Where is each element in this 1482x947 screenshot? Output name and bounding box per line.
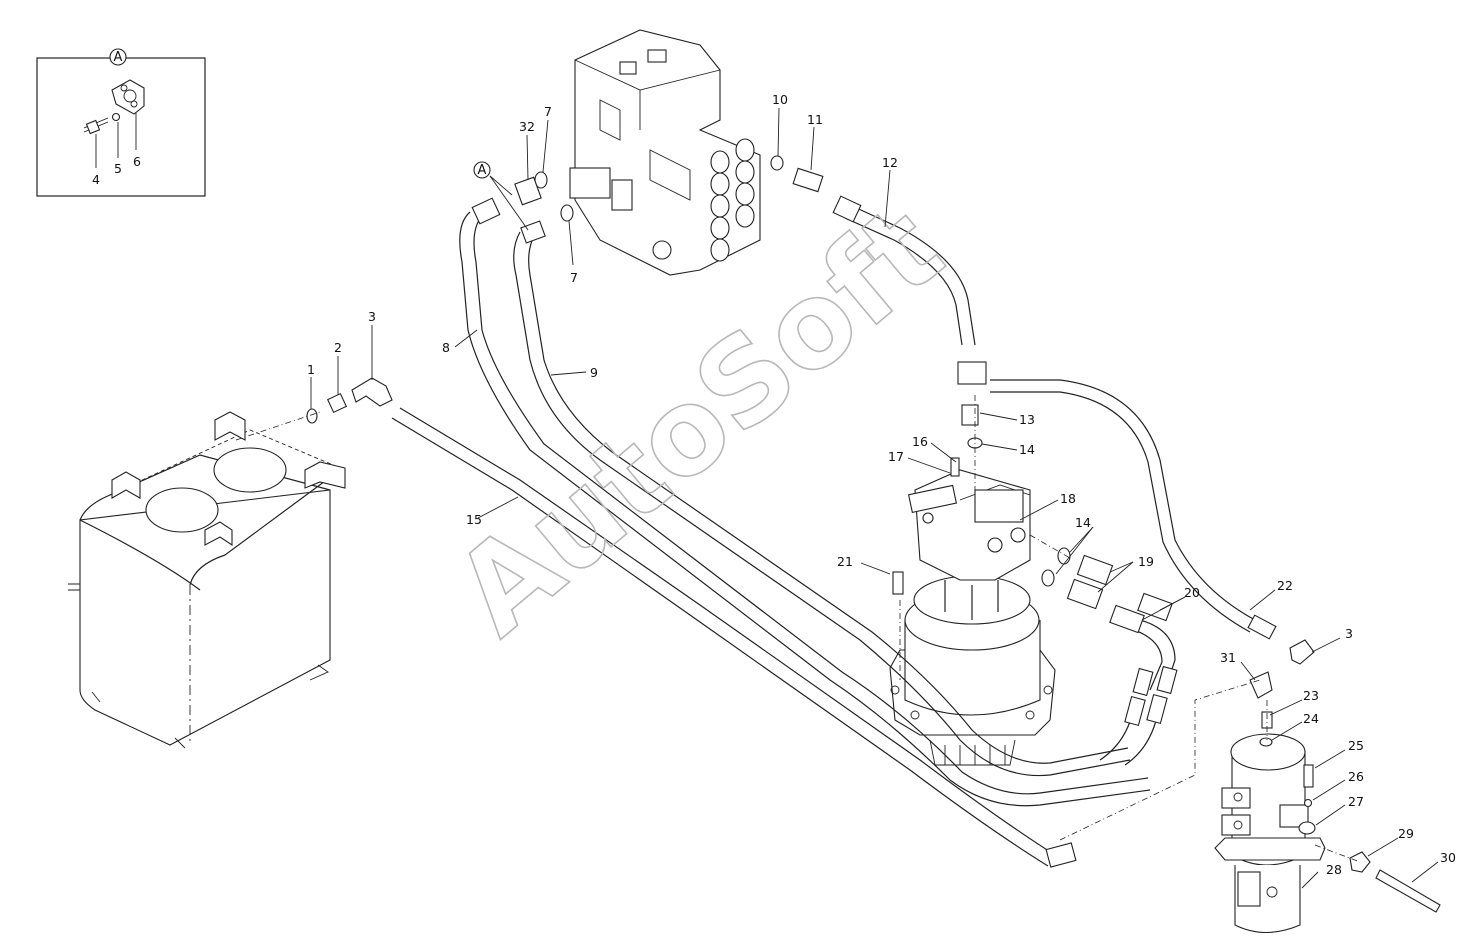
- inset-label-4: 4: [92, 172, 100, 187]
- callout-a-marker: A: [478, 163, 487, 178]
- inset-marker: A: [114, 50, 123, 65]
- assembly-center-lines: [235, 395, 1361, 863]
- hose-12-end-fitting: [832, 195, 862, 223]
- elbow-3: [351, 377, 393, 407]
- inset-detail-a: A 4 5 6: [36, 48, 206, 197]
- o-ring-7-lower: [560, 204, 574, 222]
- main-control-valve: [569, 29, 761, 276]
- part-label-9: 9: [590, 365, 598, 380]
- bolt-21: [892, 571, 904, 595]
- part-label-25: 25: [1348, 738, 1364, 753]
- split-flange-shape: [111, 79, 145, 115]
- o-ring-24: [1259, 737, 1273, 747]
- part-label-12: 12: [882, 155, 898, 170]
- part-label-3: 3: [368, 309, 376, 324]
- tank-cover-left: [145, 487, 219, 533]
- o-ring-14-lower-b: [1041, 569, 1055, 587]
- stopper-30: [1375, 869, 1441, 913]
- part-label-3-right: 3: [1345, 626, 1353, 641]
- adapter-2: [326, 392, 348, 414]
- inset-label-6: 6: [133, 154, 141, 169]
- part-label-21: 21: [837, 554, 853, 569]
- part-label-32: 32: [519, 119, 535, 134]
- hose-9-end-fitting: [520, 220, 546, 244]
- part-label-30: 30: [1440, 850, 1456, 865]
- part-label-28: 28: [1326, 862, 1342, 877]
- adapter-13: [961, 404, 979, 426]
- washer-26: [1303, 798, 1313, 808]
- part-labels: 1 2 3 7 7 8 9 10 11 12 13 14 14 15 16 17…: [307, 92, 1456, 877]
- hose-12-lower-fitting: [957, 361, 987, 385]
- elbow-31: [1249, 671, 1273, 699]
- part-label-1: 1: [307, 362, 315, 377]
- hose-8-end-fitting: [471, 197, 501, 225]
- part-label-23: 23: [1303, 688, 1319, 703]
- spool-caps: [710, 138, 755, 262]
- part-label-27: 27: [1348, 794, 1364, 809]
- part-label-13: 13: [1019, 412, 1035, 427]
- hose-22-end-fitting: [1247, 614, 1277, 640]
- adapter-19-a: [1076, 554, 1114, 586]
- fittings: [306, 155, 1441, 913]
- part-label-11: 11: [807, 112, 823, 127]
- o-ring-10: [770, 155, 784, 171]
- bolt-25: [1303, 764, 1314, 788]
- flange-32: [514, 176, 542, 206]
- inset-marker-circle: [109, 48, 127, 66]
- washer-shape: [111, 112, 121, 122]
- center-swivel-joint: [1214, 733, 1326, 933]
- swing-motor: [889, 469, 1056, 766]
- inset-label-5: 5: [114, 161, 122, 176]
- callout-a: A: [473, 161, 529, 231]
- part-label-7-lower: 7: [570, 270, 578, 285]
- fitting-16: [950, 457, 960, 477]
- pipe-15-end-fitting: [1045, 842, 1077, 868]
- callout-a-circle: [473, 161, 491, 179]
- adapter-11: [792, 167, 824, 193]
- part-label-14-upper: 14: [1019, 442, 1035, 457]
- part-label-7-upper: 7: [544, 104, 552, 119]
- part-label-31: 31: [1220, 650, 1236, 665]
- part-label-2: 2: [334, 340, 342, 355]
- o-ring-1: [306, 408, 318, 424]
- part-label-24: 24: [1303, 711, 1319, 726]
- part-label-15: 15: [466, 512, 482, 527]
- elbow-3-right: [1289, 639, 1315, 665]
- tank-cover-right: [213, 447, 287, 493]
- part-label-16: 16: [912, 434, 928, 449]
- leader-lines: [310, 107, 1439, 889]
- part-label-10: 10: [772, 92, 788, 107]
- part-label-8: 8: [442, 340, 450, 355]
- part-label-26: 26: [1348, 769, 1364, 784]
- adapter-19-b: [1066, 578, 1104, 610]
- part-label-17: 17: [888, 449, 904, 464]
- part-label-19: 19: [1138, 554, 1154, 569]
- part-label-29: 29: [1398, 826, 1414, 841]
- part-label-14-lower: 14: [1075, 515, 1091, 530]
- washer-27: [1298, 821, 1316, 835]
- o-ring-14-lower-a: [1057, 547, 1071, 565]
- part-label-20: 20: [1184, 585, 1200, 600]
- part-label-22: 22: [1277, 578, 1293, 593]
- part-label-18: 18: [1060, 491, 1076, 506]
- hydraulic-tank: [68, 411, 346, 749]
